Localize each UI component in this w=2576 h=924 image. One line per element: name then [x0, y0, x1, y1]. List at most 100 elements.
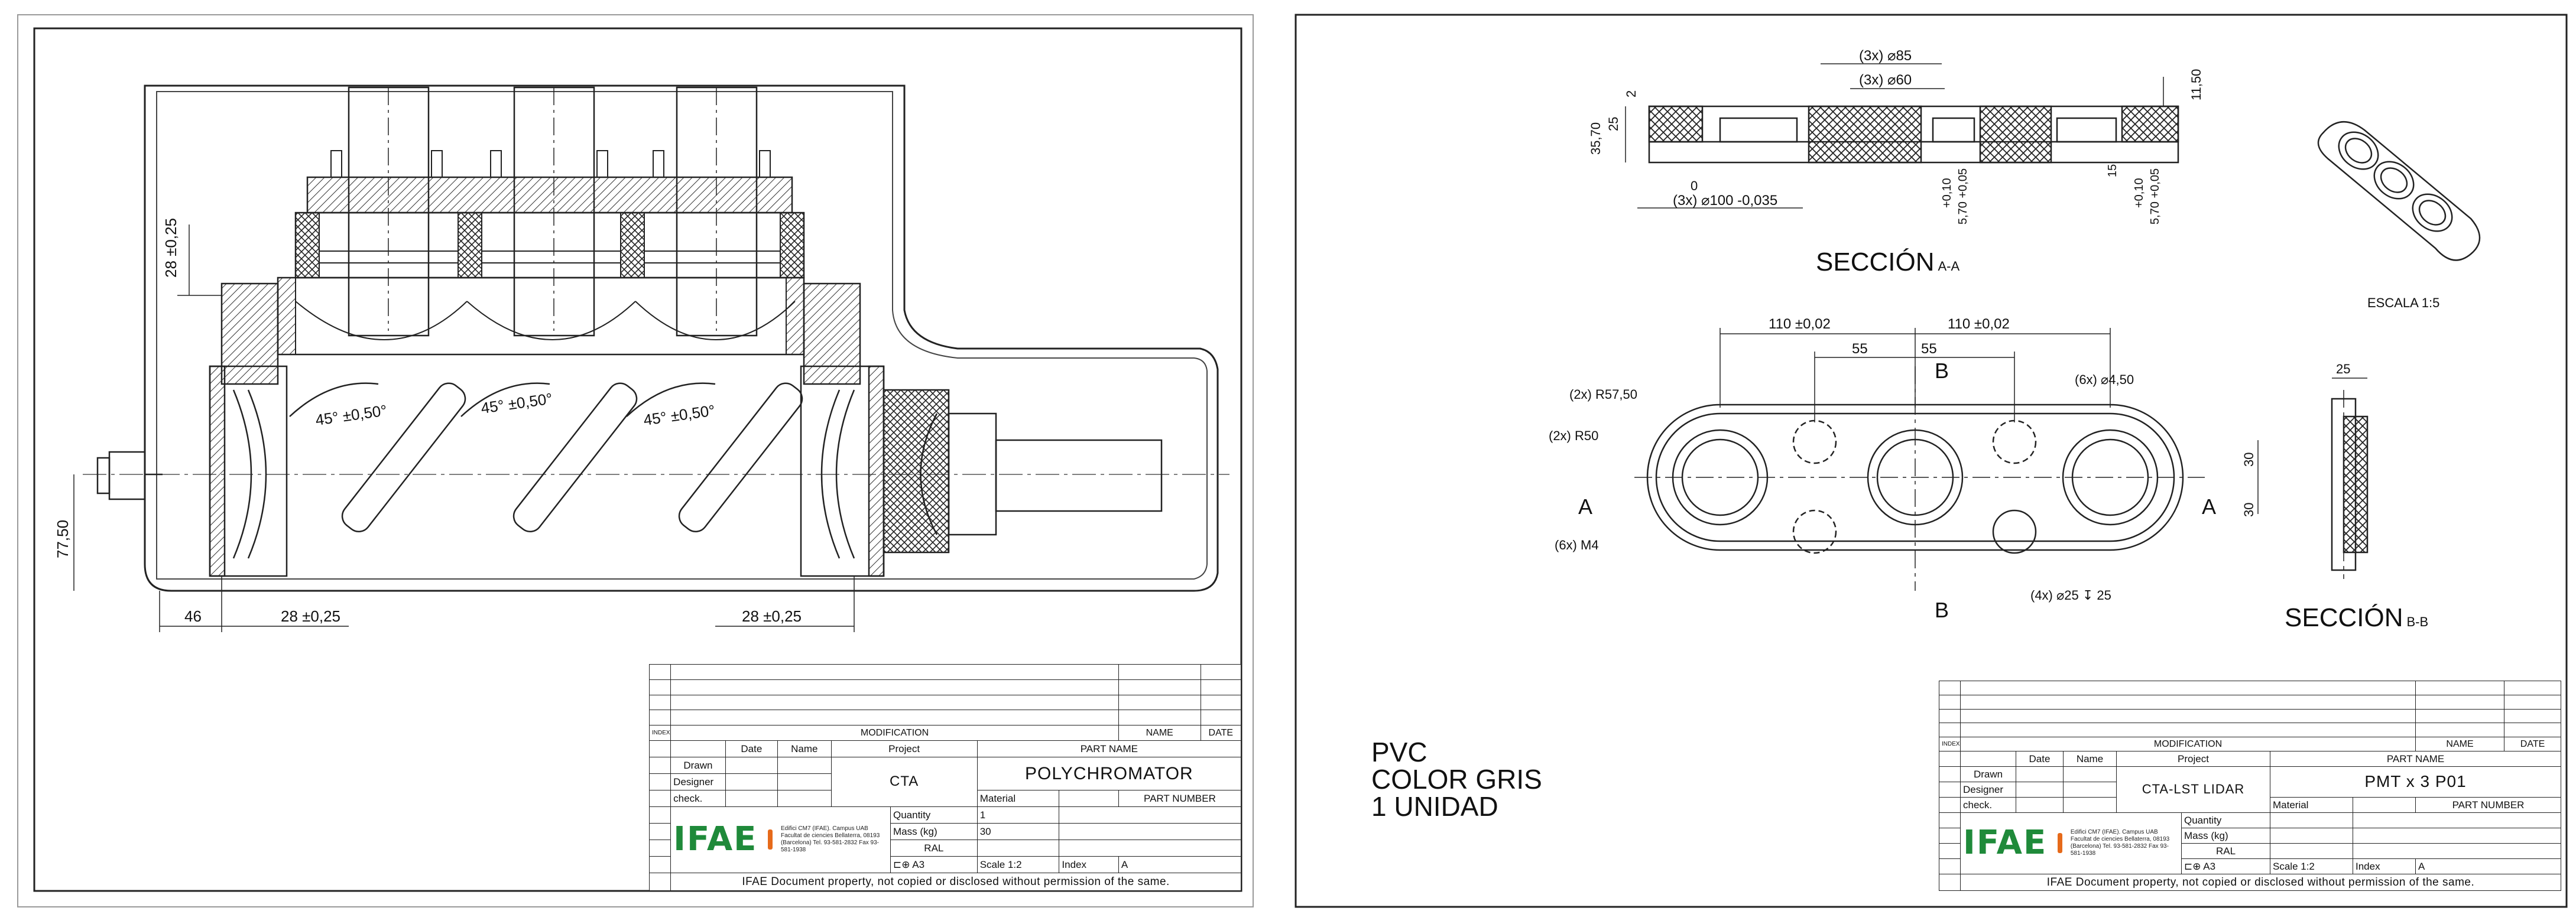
- side-connector: [96, 451, 163, 500]
- address-text: Edifici CM7 (IFAE). Campus UAB Facultat …: [780, 825, 880, 854]
- index-header: INDEX: [1939, 737, 1961, 751]
- name-header: NAME: [1118, 725, 1201, 741]
- col-date-label: Date: [725, 740, 778, 758]
- quantity-value: [2270, 812, 2353, 828]
- side-lens-housings: [209, 365, 1163, 577]
- section-marker-b-top: B: [1935, 359, 1949, 383]
- dim-55-left: 55: [1852, 341, 1868, 357]
- mass-value: 30: [976, 822, 1060, 840]
- dimensions: [73, 225, 855, 632]
- part-number-label: PART NUMBER: [2415, 796, 2562, 813]
- modification-header: MODIFICATION: [670, 725, 1119, 741]
- material-label: Material: [976, 789, 1060, 807]
- dim-r57-50: (2x) R57,50: [1569, 387, 1637, 402]
- name-header: NAME: [2415, 737, 2505, 751]
- mass-label: Mass (kg): [890, 822, 978, 840]
- mass-label: Mass (kg): [2181, 827, 2270, 844]
- ifae-logo: IFAE: [673, 820, 758, 859]
- col-date-label: Date: [2016, 750, 2064, 767]
- drawing-sheet-pmt-holder: (3x) ⌀85 (3x) ⌀60 2 25 35,70 11,50 0 (3x…: [1283, 0, 2576, 924]
- scale-value: Scale 1:2: [2270, 858, 2353, 874]
- part-name-value: POLYCHROMATOR: [976, 757, 1242, 790]
- dim-m4: (6x) M4: [1555, 538, 1599, 552]
- address-text: Edifici CM7 (IFAE). Campus UAB Facultat …: [2070, 829, 2170, 857]
- dim-d25: (4x) ⌀25 ↧ 25: [2030, 588, 2111, 603]
- note-material: PVC: [1371, 737, 1427, 767]
- project-value: CTA-LST LIDAR: [2116, 766, 2270, 813]
- plan-dims: [1720, 328, 2259, 514]
- note-color: COLOR GRIS: [1371, 764, 1542, 795]
- dim-110-right: 110 ±0,02: [1948, 316, 2010, 332]
- dim-46: 46: [184, 607, 202, 625]
- outer-border: [17, 14, 1254, 907]
- designer-label: Designer: [670, 773, 726, 790]
- note-quantity: 1 UNIDAD: [1371, 791, 1498, 822]
- drawn-label: Drawn: [1960, 766, 2016, 782]
- dim-30-top: 30: [2241, 453, 2256, 467]
- part-name-value: PMT x 3 P01: [2269, 766, 2562, 798]
- index-label: Index: [1059, 855, 1119, 873]
- dim-77-50: 77,50: [54, 520, 72, 558]
- dim-d85: (3x) ⌀85: [1859, 48, 1912, 64]
- dim-35-70: 35,70: [1588, 122, 1603, 155]
- check-label: check.: [670, 789, 726, 807]
- col-part-name-label: PART NAME: [976, 740, 1242, 758]
- index-value: A: [2415, 858, 2562, 874]
- section-marker-a-left: A: [1578, 494, 1592, 519]
- dim-110-left: 110 ±0,02: [1769, 316, 1831, 332]
- quantity-value: 1: [976, 806, 1060, 824]
- drawn-label: Drawn: [670, 757, 726, 774]
- col-name-label: Name: [2063, 750, 2117, 767]
- tol-570-b: 5,70 +0,05: [2149, 168, 2162, 225]
- sheet-size-cell: ⊏⊕ A3: [890, 855, 978, 873]
- section-b-b: [2331, 378, 2369, 579]
- check-label: check.: [1960, 796, 2016, 813]
- tol-570-a: 5,70 +0,05: [1957, 168, 1970, 225]
- dim-15: 15: [2106, 164, 2119, 177]
- logo-cell: IFAE Edifici CM7 (IFAE). Campus UAB Facu…: [670, 806, 891, 873]
- dim-55-right: 55: [1921, 341, 1937, 357]
- footer-notice: IFAE Document property, not copied or di…: [1959, 873, 2562, 892]
- dim-28-bottom-right: 28 ±0,25: [742, 607, 802, 625]
- projection-icon: ⊏⊕: [2184, 860, 2204, 872]
- footer-notice: IFAE Document property, not copied or di…: [670, 872, 1241, 892]
- material-notes: PVC COLOR GRIS 1 UNIDAD: [1371, 738, 1542, 820]
- material-label: Material: [2270, 796, 2353, 813]
- logo-cell: IFAE Edifici CM7 (IFAE). Campus UAB Facu…: [1960, 812, 2182, 874]
- frame-border: [1295, 14, 2568, 908]
- isometric-view: [2317, 121, 2481, 261]
- rev-cell: [648, 664, 671, 680]
- quantity-label: Quantity: [2181, 812, 2270, 828]
- tol-plus-010-a: +0,10: [1941, 178, 1954, 208]
- ifae-logo-mark: [768, 829, 773, 850]
- ral-label: RAL: [890, 839, 978, 857]
- angle-label-2: 45° ±0,50°: [480, 389, 554, 417]
- pmt-mounting-block: [220, 150, 861, 385]
- section-marker-a-right: A: [2202, 494, 2216, 519]
- plan-view: [1634, 366, 2205, 591]
- dim-28-top: 28 ±0,25: [162, 218, 180, 278]
- quantity-label: Quantity: [890, 806, 978, 824]
- ral-label: RAL: [2181, 842, 2270, 859]
- dim-2: 2: [1624, 90, 1639, 97]
- frame-border: [33, 27, 1242, 892]
- section-marker-b-bottom: B: [1935, 598, 1949, 622]
- index-value: A: [1118, 855, 1242, 873]
- part-number-label: PART NUMBER: [1118, 789, 1242, 807]
- dim-11-50: 11,50: [2189, 69, 2204, 100]
- scale-note: ESCALA 1:5: [2367, 295, 2439, 310]
- dim-d60: (3x) ⌀60: [1859, 72, 1912, 88]
- angle-label-3: 45° ±0,50°: [643, 401, 716, 429]
- housing-outline: [144, 84, 1219, 592]
- section-a-a: [1648, 105, 2179, 164]
- ifae-logo: IFAE: [1963, 824, 2048, 863]
- col-name-label: Name: [777, 740, 832, 758]
- scale-value: Scale 1:2: [976, 855, 1060, 873]
- modification-header: MODIFICATION: [1959, 737, 2416, 751]
- polychromator-drawing: 28 ±0,25 77,50 46 28 ±0,25 28 ±0,25 45° …: [17, 14, 1254, 907]
- title-block: INDEX MODIFICATION NAME DATE Date Name P…: [648, 664, 1242, 892]
- dim-28-bottom-left: 28 ±0,25: [281, 607, 340, 625]
- projection-icon: ⊏⊕: [893, 858, 913, 870]
